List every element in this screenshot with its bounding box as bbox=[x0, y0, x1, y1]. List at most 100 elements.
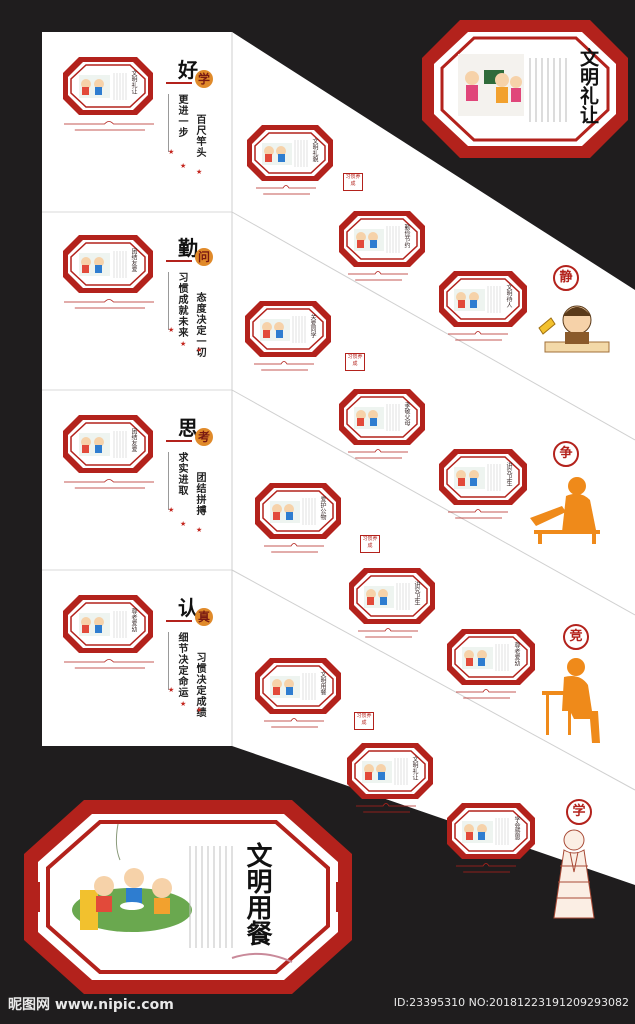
panel-small-char: 考 bbox=[195, 428, 213, 446]
habit-stamp: 习惯养成 bbox=[354, 712, 374, 730]
frame-title: 讲究卫生 bbox=[505, 462, 512, 486]
panel-slogan-b: 更进一步 bbox=[176, 94, 187, 138]
frame-title: 文明用餐 bbox=[319, 671, 326, 695]
stair-frame: 勤俭节约 bbox=[338, 210, 426, 268]
habit-stamp: 习惯养成 bbox=[343, 173, 363, 191]
cloud-decoration bbox=[64, 659, 154, 669]
bottom-left-feature-frame: 文明用餐 bbox=[22, 798, 354, 996]
star-icon: ★ bbox=[180, 340, 187, 348]
panel-small-char: 问 bbox=[195, 248, 213, 266]
cloud-decoration bbox=[448, 509, 508, 519]
star-icon: ★ bbox=[180, 700, 187, 708]
stair-frame: 学会感恩 bbox=[446, 802, 536, 860]
star-icon: ★ bbox=[196, 706, 203, 714]
studying-child-icon bbox=[538, 305, 610, 353]
cloud-decoration bbox=[448, 331, 508, 341]
frame-title: 关爱同学 bbox=[309, 314, 316, 338]
star-icon: ★ bbox=[196, 168, 203, 176]
frame-title: 尊老爱幼 bbox=[513, 642, 520, 666]
panel-frame: 文明礼让 bbox=[62, 56, 154, 116]
frame-title: 尊老爱幼 bbox=[130, 608, 137, 632]
cloud-decoration bbox=[64, 299, 154, 309]
star-icon: ★ bbox=[168, 506, 175, 514]
cloud-decoration bbox=[264, 718, 324, 728]
vertical-divider bbox=[168, 272, 169, 330]
top-right-feature-frame: 文明礼让 bbox=[420, 18, 630, 160]
panel-frame: 团结友爱 bbox=[62, 234, 154, 294]
cloud-decoration bbox=[256, 185, 316, 195]
badge-jing2: 竞 bbox=[563, 624, 589, 650]
frame-title: 文明礼貌 bbox=[311, 138, 318, 162]
cloud-decoration bbox=[348, 271, 408, 281]
bottom-left-title: 文明用餐 bbox=[242, 842, 272, 946]
cloud-decoration bbox=[64, 479, 154, 489]
reading-silhouette-icon bbox=[530, 477, 600, 544]
cloud-decoration bbox=[456, 863, 516, 873]
panel-slogan-a: 习惯决定成绩 bbox=[194, 652, 205, 718]
star-icon: ★ bbox=[168, 148, 175, 156]
frame-title: 学会感恩 bbox=[513, 816, 520, 840]
cloud-decoration bbox=[64, 121, 154, 131]
vertical-divider bbox=[168, 632, 169, 690]
vertical-divider bbox=[168, 452, 169, 510]
badge-xue: 学 bbox=[566, 799, 592, 825]
accent-line bbox=[166, 440, 192, 442]
star-icon: ★ bbox=[168, 326, 175, 334]
habit-stamp: 习惯养成 bbox=[360, 535, 380, 553]
badge-jing: 静 bbox=[553, 265, 579, 291]
panel-small-char: 真 bbox=[195, 608, 213, 626]
stair-frame: 文明用餐 bbox=[254, 657, 342, 715]
frame-title: 爱护公物 bbox=[319, 496, 326, 520]
frame-title: 文明待人 bbox=[505, 284, 512, 308]
badge-zheng: 争 bbox=[553, 441, 579, 467]
confucius-figure-icon bbox=[553, 829, 595, 919]
panel-slogan-b: 细节决定命运 bbox=[176, 632, 187, 698]
star-icon: ★ bbox=[196, 526, 203, 534]
panel-slogan-b: 求实进取 bbox=[176, 452, 187, 496]
frame-title: 团结友爱 bbox=[130, 248, 137, 272]
stair-frame: 尊老爱幼 bbox=[446, 628, 536, 686]
panel-slogan-a: 百尺竿头 bbox=[194, 114, 205, 158]
accent-line bbox=[166, 82, 192, 84]
panel-big-char: 认 bbox=[178, 596, 198, 620]
panel-slogan-a: 团结拼搏 bbox=[194, 472, 205, 516]
stair-frame: 讲究卫生 bbox=[438, 448, 528, 506]
cloud-decoration bbox=[348, 449, 408, 459]
accent-line bbox=[166, 260, 192, 262]
watermark-site: 昵图网 www.nipic.com bbox=[8, 997, 174, 1013]
cloud-decoration bbox=[456, 689, 516, 699]
panel-big-char: 好 bbox=[178, 58, 198, 82]
panel-frame: 团结友爱 bbox=[62, 414, 154, 474]
panel-frame: 尊老爱幼 bbox=[62, 594, 154, 654]
top-right-title: 文明礼让 bbox=[577, 48, 599, 124]
stair-frame: 文明礼貌 bbox=[246, 124, 334, 182]
writing-silhouette-icon bbox=[542, 658, 600, 743]
panel-slogan-a: 态度决定一切 bbox=[194, 292, 205, 358]
panel-big-char: 勤 bbox=[178, 236, 198, 260]
star-icon: ★ bbox=[168, 686, 175, 694]
star-icon: ★ bbox=[180, 162, 187, 170]
cloud-decoration bbox=[356, 803, 416, 813]
panel-big-char: 思 bbox=[178, 416, 198, 440]
stair-frame: 爱护公物 bbox=[254, 482, 342, 540]
frame-title: 讲究卫生 bbox=[413, 581, 420, 605]
stair-frame: 文明待人 bbox=[438, 270, 528, 328]
cloud-decoration bbox=[358, 628, 418, 638]
vertical-divider bbox=[168, 94, 169, 152]
star-icon: ★ bbox=[180, 520, 187, 528]
cloud-decoration bbox=[254, 361, 314, 371]
frame-title: 团结友爱 bbox=[130, 428, 137, 452]
frame-title: 文明礼让 bbox=[130, 70, 137, 94]
accent-line bbox=[166, 620, 192, 622]
cloud-decoration bbox=[264, 543, 324, 553]
stair-frame: 孝敬父母 bbox=[338, 388, 426, 446]
stair-frame: 关爱同学 bbox=[244, 300, 332, 358]
frame-title: 勤俭节约 bbox=[403, 224, 410, 248]
habit-stamp: 习惯养成 bbox=[345, 353, 365, 371]
panel-small-char: 学 bbox=[195, 70, 213, 88]
frame-title: 文明礼让 bbox=[411, 756, 418, 780]
panel-slogan-b: 习惯成就未来 bbox=[176, 272, 187, 338]
frame-title: 孝敬父母 bbox=[403, 402, 410, 426]
star-icon: ★ bbox=[196, 346, 203, 354]
stair-frame: 文明礼让 bbox=[346, 742, 434, 800]
